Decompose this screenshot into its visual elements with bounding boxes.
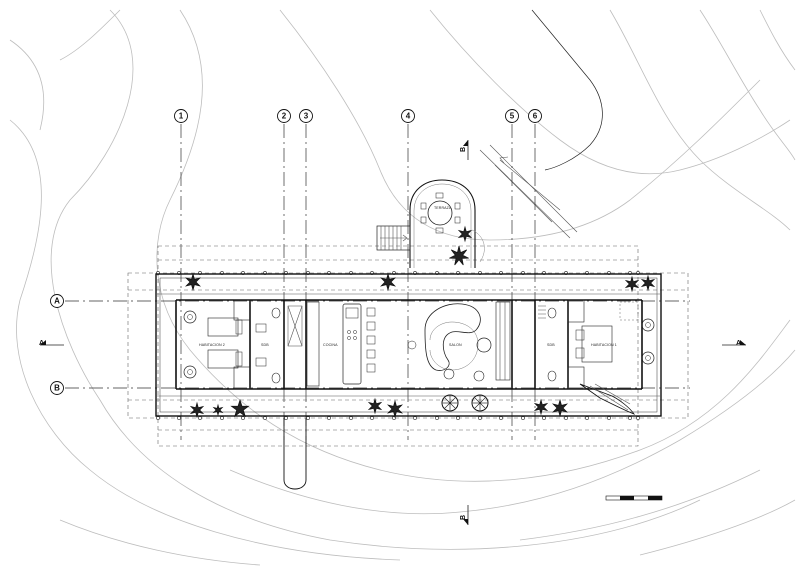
deck-posts	[156, 271, 640, 420]
room-labels: TERRAZA HABITACION 2 SDB COCINA SALON SD…	[199, 206, 617, 347]
bath-left-fixtures	[255, 307, 281, 384]
access-road	[479, 9, 603, 239]
grid-marker-6: 6	[528, 109, 542, 123]
svg-text:1: 1	[179, 112, 184, 121]
topographic-contours	[9, 9, 796, 566]
deck-post	[198, 416, 202, 420]
deck-post	[628, 416, 632, 420]
svg-text:A: A	[39, 340, 44, 347]
deck-post	[241, 416, 245, 420]
svg-text:2: 2	[282, 112, 287, 121]
deck-post	[284, 416, 288, 420]
tree-symbol	[471, 394, 489, 412]
deck-post	[585, 416, 589, 420]
deck-post	[564, 416, 568, 420]
deck-post	[413, 416, 417, 420]
terrace	[376, 179, 485, 268]
svg-text:3: 3	[304, 112, 309, 121]
grid-marker-b: B	[50, 381, 64, 395]
deck-post	[499, 416, 503, 420]
label-salon: SALON	[449, 343, 462, 347]
interior-walls	[175, 299, 643, 390]
plant-symbol	[212, 403, 224, 417]
plant-symbol	[367, 397, 383, 415]
grid-marker-1: 1	[174, 109, 188, 123]
deck-post	[349, 416, 353, 420]
deck-post	[220, 416, 224, 420]
building-platform	[155, 273, 662, 417]
plant-symbol	[457, 225, 473, 243]
grid-marker-5: 5	[505, 109, 519, 123]
label-terraza: TERRAZA	[434, 206, 452, 210]
bedroom-1-furniture	[538, 301, 655, 415]
deck-post	[306, 416, 310, 420]
deck-post	[263, 416, 267, 420]
deck-post	[478, 416, 482, 420]
deck-post	[370, 416, 374, 420]
lower-path	[283, 418, 307, 490]
svg-text:A: A	[54, 297, 60, 306]
svg-text:B: B	[460, 147, 467, 152]
svg-text:A: A	[736, 340, 741, 347]
deck-post	[521, 416, 525, 420]
svg-text:4: 4	[406, 112, 411, 121]
plant-symbol	[533, 398, 549, 416]
grid-marker-a: A	[50, 294, 64, 308]
vegetation	[184, 225, 656, 419]
deck-post	[636, 416, 640, 420]
tree-symbol	[441, 394, 459, 412]
plant-symbol	[379, 272, 397, 292]
plant-symbol	[624, 275, 640, 293]
svg-text:6: 6	[533, 112, 538, 121]
svg-text:B: B	[460, 515, 467, 520]
bedroom-2-furniture	[183, 310, 243, 379]
grid-column-markers: 1 2 3 4 5 6	[174, 109, 542, 123]
deck-post	[327, 416, 331, 420]
grid-marker-3: 3	[299, 109, 313, 123]
deck-post	[456, 416, 460, 420]
living-room-furniture	[424, 303, 492, 382]
label-sdb-left: SDB	[261, 343, 269, 347]
svg-text:B: B	[54, 384, 60, 393]
plant-symbol	[449, 245, 469, 266]
grid-marker-4: 4	[401, 109, 415, 123]
plant-symbol	[386, 399, 404, 419]
plant-symbol	[551, 398, 569, 418]
scale-bar	[605, 495, 663, 501]
deck-post	[542, 416, 546, 420]
plant-symbol	[189, 401, 205, 419]
plant-symbol	[230, 398, 250, 418]
deck-post	[435, 416, 439, 420]
grid-row-markers: A B	[50, 294, 64, 395]
deck-post	[177, 416, 181, 420]
grid-marker-2: 2	[277, 109, 291, 123]
svg-text:5: 5	[510, 112, 515, 121]
deck-post	[156, 416, 160, 420]
label-sdb-right: SDB	[547, 343, 555, 347]
label-habitacion-1: HABITACION 1	[591, 343, 617, 347]
grid-axes	[65, 124, 690, 440]
plant-symbol	[640, 274, 656, 292]
deck-outline	[127, 245, 689, 447]
plant-symbol	[184, 272, 202, 292]
kitchen-furniture	[342, 303, 417, 385]
label-habitacion-2: HABITACION 2	[199, 343, 225, 347]
deck-post	[607, 416, 611, 420]
label-cocina: COCINA	[323, 343, 338, 347]
section-marks: A A B B	[39, 140, 746, 525]
